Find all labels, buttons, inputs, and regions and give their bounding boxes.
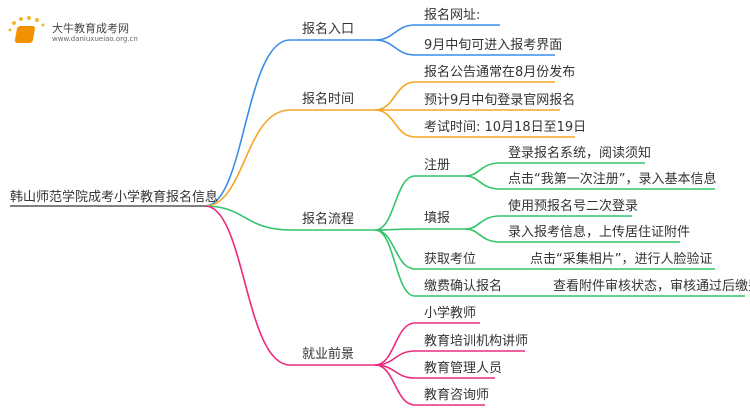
- sub-pay: 缴费确认报名: [424, 279, 503, 294]
- leaf: 报名公告通常在8月份发布: [424, 65, 576, 80]
- sub-fill: 填报: [424, 211, 451, 226]
- line-time: [204, 109, 375, 207]
- leaf: 教育咨询师: [424, 388, 490, 403]
- logo-icon: [8, 16, 45, 43]
- leaf: 教育管理人员: [424, 361, 503, 376]
- leaf: 录入报考信息，上传居住证附件: [508, 225, 691, 240]
- leaf: 预计9月中旬登录官网报名: [424, 93, 576, 108]
- logo-title: 大牛教育成考网: [52, 22, 129, 35]
- logo-url: www.daniuxueiao.org.cn: [52, 35, 138, 43]
- leaf: 报名网址:: [424, 8, 481, 23]
- leaf: 考试时间: 10月18日至19日: [424, 120, 587, 135]
- sub-register: 注册: [424, 158, 451, 173]
- branch-entry: 报名入口: [302, 22, 355, 37]
- leaf: 使用预报名号二次登录: [508, 199, 639, 214]
- line-entry: [204, 39, 375, 207]
- sub-seat: 获取考位: [424, 252, 477, 267]
- leaf: 查看附件审核状态，审核通过后缴费: [553, 279, 750, 294]
- leaf: 9月中旬可进入报考界面: [424, 38, 563, 53]
- root-node: 韩山师范学院成考小学教育报名信息: [10, 190, 219, 205]
- line-process: [204, 205, 375, 231]
- leaf: 小学教师: [424, 306, 477, 321]
- branch-process: 报名流程: [302, 212, 355, 227]
- branch-career: 就业前景: [302, 347, 355, 362]
- leaf: 登录报名系统，阅读须知: [508, 146, 652, 161]
- leaf: 教育培训机构讲师: [424, 334, 529, 349]
- branch-time: 报名时间: [302, 92, 355, 107]
- leaf: 点击“采集相片”，进行人脸验证: [530, 252, 713, 267]
- line-career: [204, 205, 375, 366]
- leaf: 点击“我第一次注册”，录入基本信息: [508, 172, 717, 187]
